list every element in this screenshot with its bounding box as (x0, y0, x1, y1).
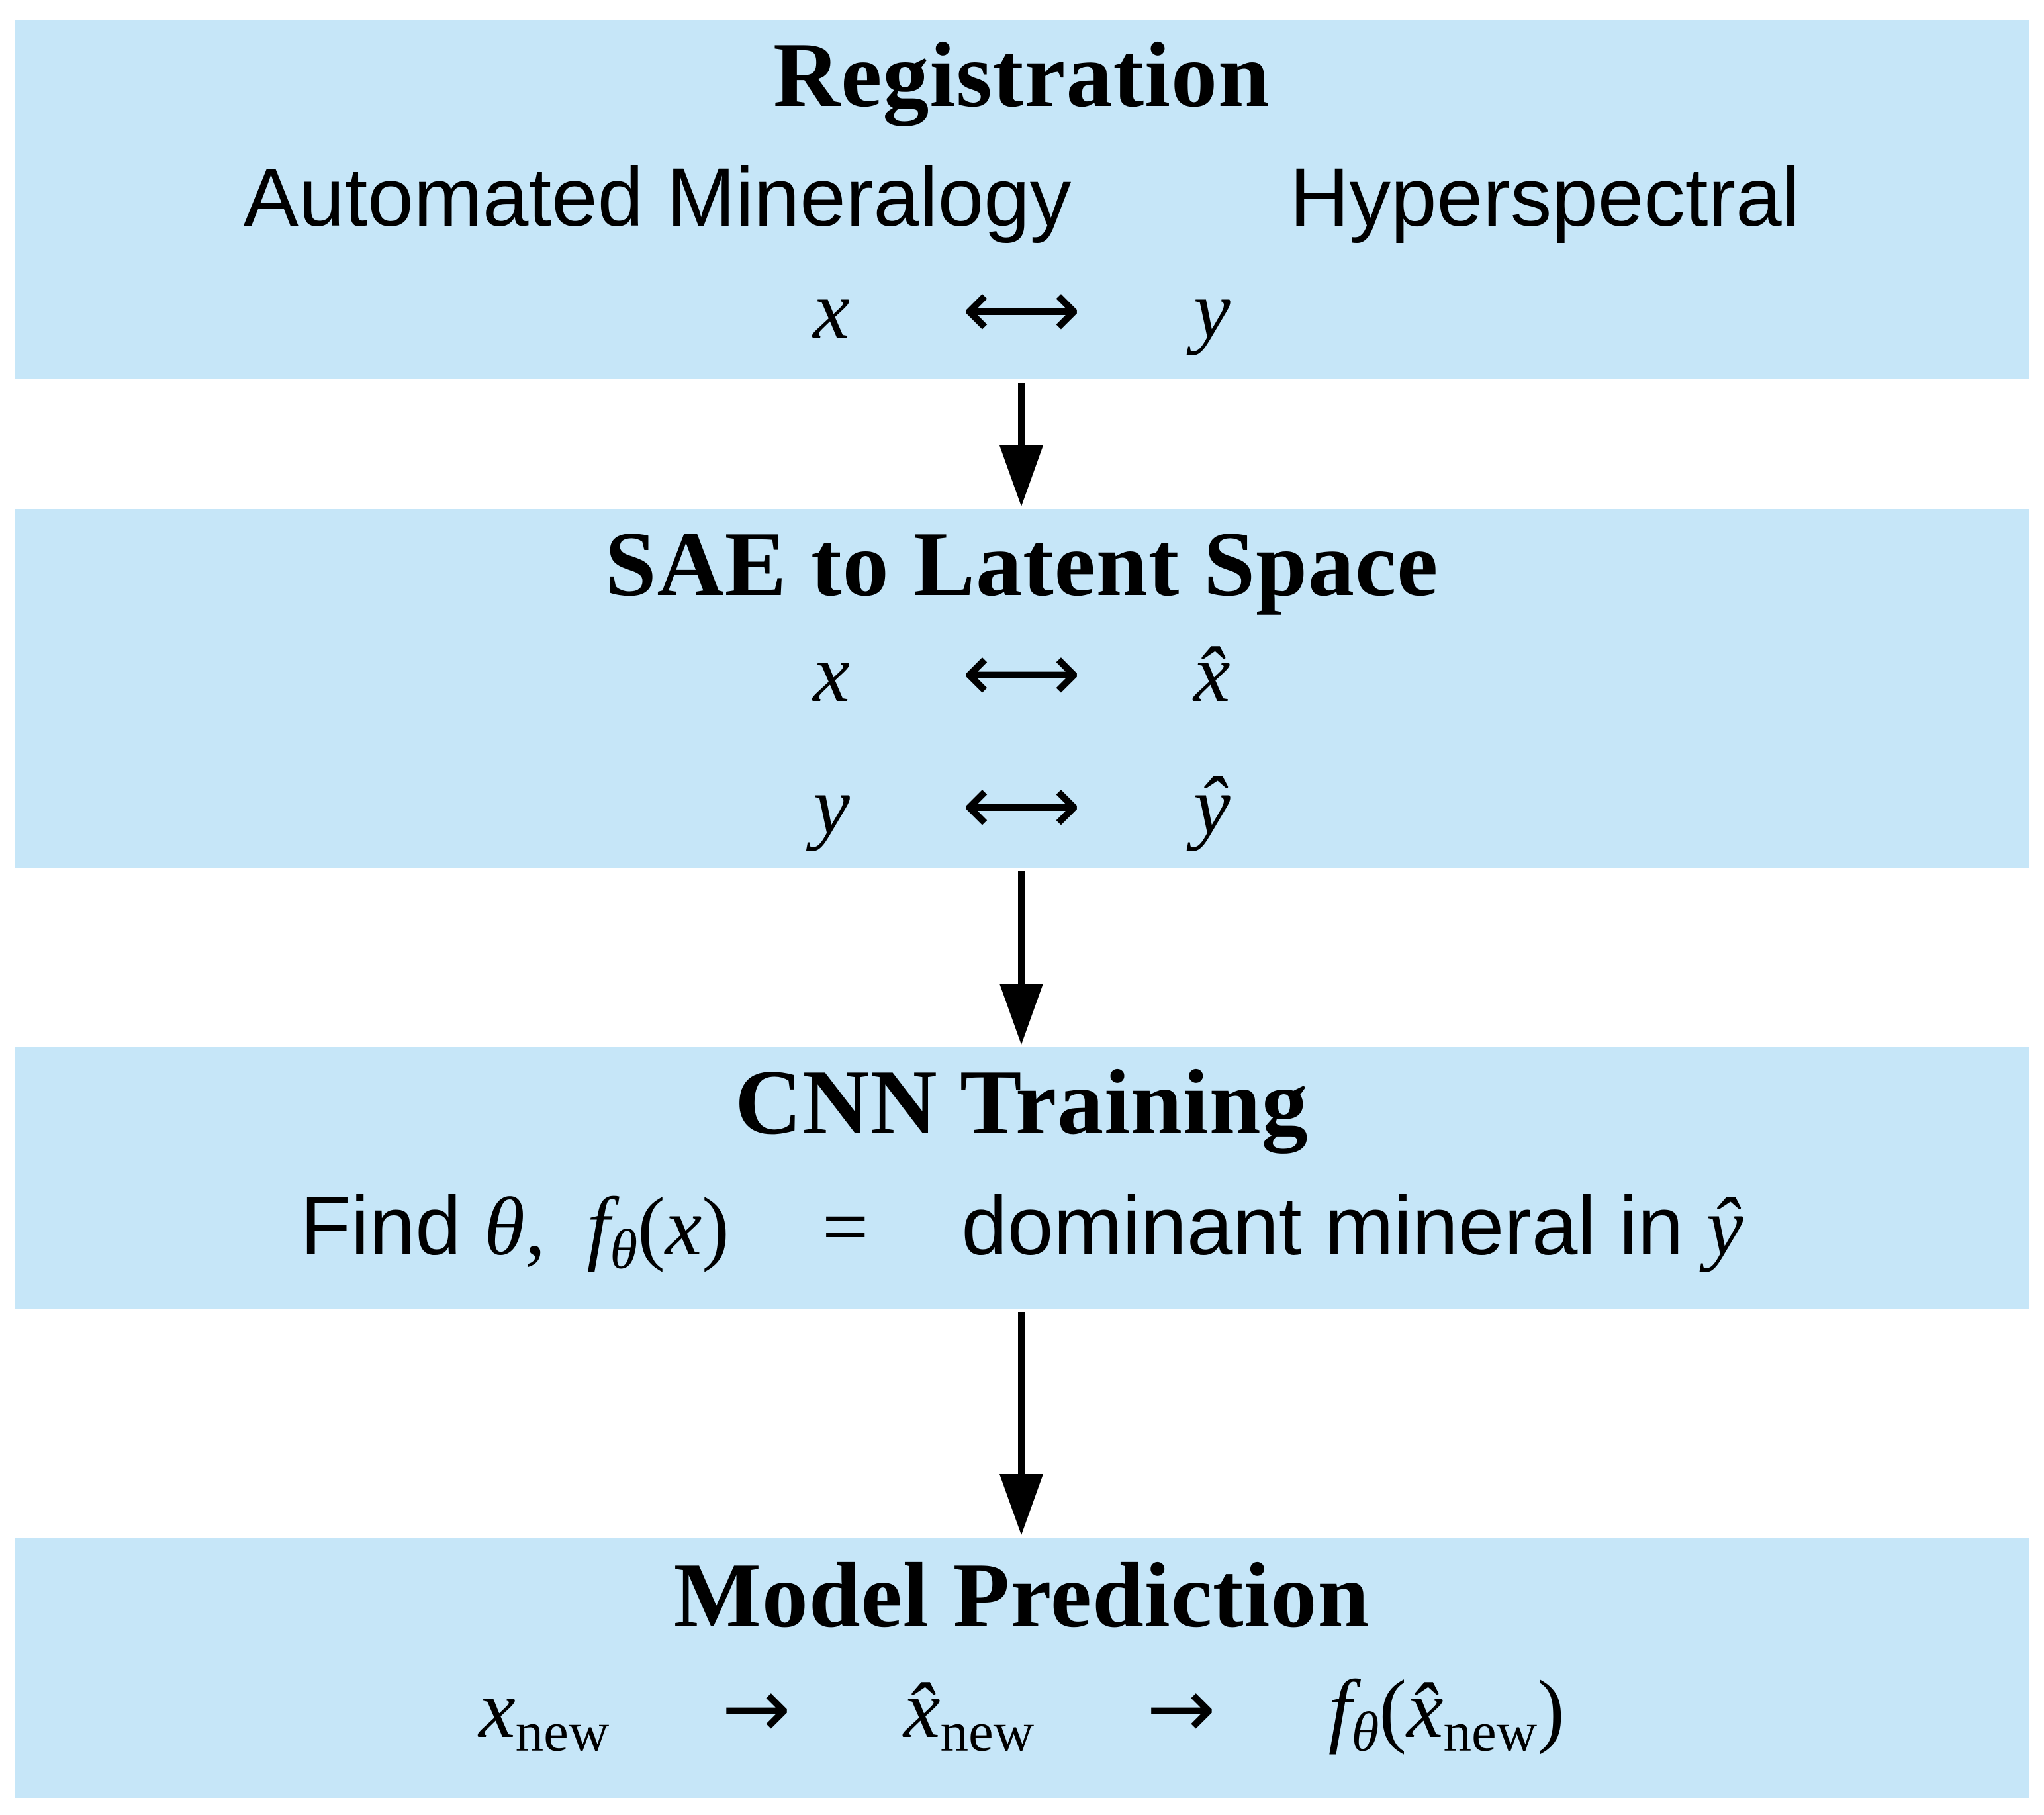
flow-arrow-down-2 (992, 871, 1051, 1045)
math-row-prediction-chain: xnew→x̂new→fθ(x̂new) (15, 1667, 2029, 1760)
math-token: x̂ (1193, 628, 1231, 720)
math-token: ŷ (1706, 1182, 1743, 1273)
math-row-x-maps-xhat: x⟷x̂ (15, 631, 2029, 716)
arrow-shaft (1018, 1312, 1025, 1482)
math-token: x (479, 1664, 516, 1755)
math-row-x-maps-y: x⟷y (15, 268, 2029, 352)
arrow-head-icon (999, 445, 1043, 506)
two-column-labels: Automated Mineralogy Hyperspectral (15, 156, 2029, 239)
math-token: ) (702, 1182, 729, 1273)
math-token: ( (1379, 1664, 1407, 1755)
math-token: new (515, 1700, 610, 1763)
math-token: θ (610, 1218, 638, 1281)
math-token: ⟷ (962, 625, 1082, 721)
math-token: new (940, 1700, 1035, 1763)
stage-title: SAE to Latent Space (604, 513, 1439, 616)
stage-box-cnn-training: CNN Training Find θ, fθ(x)=dominant mine… (15, 1047, 2029, 1309)
math-token: → (1146, 1661, 1216, 1757)
arrow-shaft (1018, 383, 1025, 453)
math-token: y (1193, 265, 1231, 356)
flow-arrow-down-1 (992, 383, 1051, 506)
math-token: ŷ (1193, 761, 1231, 852)
math-token: f (1328, 1664, 1352, 1755)
arrow-shaft (1018, 871, 1025, 992)
label-hyperspectral: Hyperspectral (1289, 152, 1800, 244)
stage-title: Model Prediction (673, 1544, 1370, 1647)
arrow-head-icon (999, 984, 1043, 1045)
math-token: ⟷ (962, 261, 1082, 357)
math-token: θ (484, 1182, 525, 1273)
arrow-head-icon (999, 1474, 1043, 1535)
math-token: , (524, 1182, 587, 1273)
label-automated-mineralogy: Automated Mineralogy (243, 152, 1072, 244)
math-token: ) (1537, 1664, 1565, 1755)
math-token: x (813, 265, 850, 356)
stage-title: Registration (773, 24, 1270, 126)
math-token: new (1443, 1700, 1538, 1763)
math-token: ⟷ (962, 757, 1082, 853)
math-token: x̂ (1407, 1664, 1444, 1755)
math-token: y (813, 761, 850, 852)
math-token: x̂ (904, 1664, 941, 1755)
math-token: → (721, 1661, 792, 1757)
stage-box-model-prediction: Model Prediction xnew→x̂new→fθ(x̂new) (15, 1538, 2029, 1798)
stage-box-sae-latent-space: SAE to Latent Space x⟷x̂ y⟷ŷ (15, 509, 2029, 868)
math-token: ( (637, 1182, 665, 1273)
stage-title: CNN Training (735, 1051, 1309, 1154)
math-row-objective: Find θ, fθ(x)=dominant mineral in ŷ (15, 1185, 2029, 1278)
math-token: Find (300, 1180, 485, 1272)
math-token: x (813, 628, 850, 720)
math-row-y-maps-yhat: y⟷ŷ (15, 764, 2029, 848)
math-token: dominant mineral in (961, 1180, 1706, 1272)
math-token: = (821, 1182, 869, 1273)
stage-box-registration: Registration Automated Mineralogy Hypers… (15, 20, 2029, 379)
flow-arrow-down-3 (992, 1312, 1051, 1535)
math-token: θ (1351, 1700, 1379, 1763)
math-token: x (665, 1182, 702, 1273)
math-token: f (586, 1182, 610, 1273)
